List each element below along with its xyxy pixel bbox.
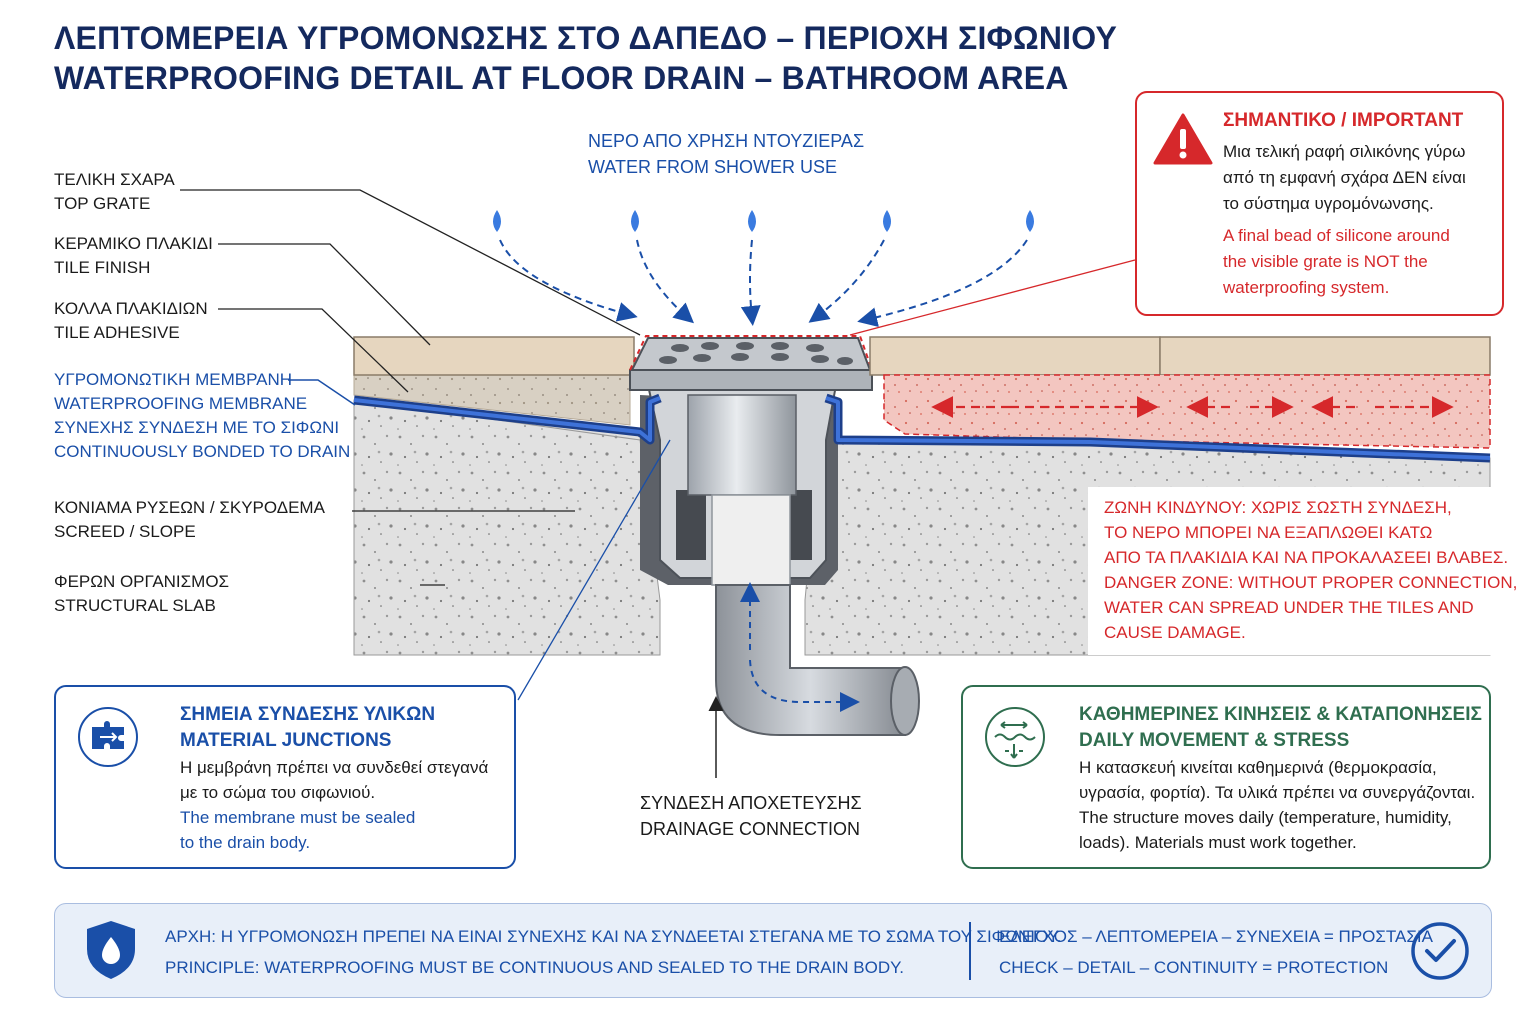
junctions-heading: ΣΗΜΕΙΑ ΣΥΝΔΕΣΗΣ ΥΛΙΚΩΝ MATERIAL JUNCTION… [180,702,435,754]
important-english-line: A final bead of silicone around [1223,226,1450,245]
label-slab-greek: ΦΕΡΩΝ ΟΡΓΑΝΙΣΜΟΣ [54,572,230,591]
junctions-body-english-line: to the drain body. [180,833,311,852]
important-english-line: waterproofing system. [1223,278,1390,297]
pipe-flow-arrow-2 [749,659,860,712]
label-tile-adhesive: ΚΟΛΛΑ ΠΛΑΚΙΔΙΩΝ TILE ADHESIVE [54,297,208,345]
junctions-heading-english: MATERIAL JUNCTIONS [180,730,392,751]
movement-heading-english: DAILY MOVEMENT & STRESS [1079,730,1350,751]
drainage-label-english: DRAINAGE CONNECTION [640,819,861,839]
silicone-bead-outline [629,335,873,371]
movement-heading: ΚΑΘΗΜΕΡΙΝΕΣ ΚΙΝΗΣΕΙΣ & ΚΑΤΑΠΟΝΗΣΕΙΣ DAIL… [1079,702,1482,754]
junctions-body-greek-line: με το σώμα του σιφωνιού. [180,783,376,802]
label-top-grate-greek: ΤΕΛΙΚΗ ΣΧΑΡΑ [54,170,175,189]
grate-frame [630,337,872,371]
concrete-left-lower [353,399,661,656]
daily-movement-card: ΚΑΘΗΜΕΡΙΝΕΣ ΚΙΝΗΣΕΙΣ & ΚΑΤΑΠΟΝΗΣΕΙΣ DAIL… [961,685,1491,869]
label-tile-finish-greek: ΚΕΡΑΜΙΚΟ ΠΛΑΚΙΔΙ [54,234,213,253]
important-greek: Μια τελική ραφή σιλικόνης γύρω από τη εμ… [1223,139,1493,217]
tile-right-1 [869,336,1161,376]
label-tile-finish: ΚΕΡΑΜΙΚΟ ΠΛΑΚΙΔΙ TILE FINISH [54,232,213,280]
warning-icon [1153,113,1213,165]
label-top-grate: ΤΕΛΙΚΗ ΣΧΑΡΑ TOP GRATE [54,168,175,216]
important-english-line: the visible grate is NOT the [1223,252,1428,271]
water-flow-arrows [499,239,1028,328]
label-tile-finish-english: TILE FINISH [54,258,151,277]
junctions-body: Η μεμβράνη πρέπει να συνδεθεί στεγανά με… [180,755,488,855]
principle-divider [969,922,971,980]
label-membrane-english: WATERPROOFING MEMBRANE [54,394,308,413]
important-heading: ΣΗΜΑΝΤΙΚΟ / IMPORTANT [1223,110,1464,131]
junctions-body-greek-line: Η μεμβράνη πρέπει να συνδεθεί στεγανά [180,758,489,777]
checkmark-icon [1411,922,1469,980]
water-label: ΝΕΡΟ ΑΠΟ ΧΡΗΣΗ ΝΤΟΥΖΙΕΡΑΣ WATER FROM SHO… [588,128,864,180]
movement-body: Η κατασκευή κινείται καθημερινά (θερμοκρ… [1079,755,1475,855]
label-screed: ΚΟΝΙΑΜΑ ΡΥΣΕΩΝ / ΣΚΥΡΟΔΕΜΑ SCREED / SLOP… [54,496,325,544]
label-membrane: ΥΓΡΟΜΟΝΩΤΙΚΗ ΜΕΜΒΡΑΝΗ WATERPROOFING MEMB… [54,368,350,464]
label-slab-english: STRUCTURAL SLAB [54,596,216,615]
danger-greek-line: ΤΟ ΝΕΡΟ ΜΠΟΡΕΙ ΝΑ ΕΞΑΠΛΩΘΕΙ ΚΑΤΩ [1104,523,1433,542]
danger-zone-note: ΖΩΝΗ ΚΙΝΔΥΝΟΥ: ΧΩΡΙΣ ΣΩΣΤΗ ΣΥΝΔΕΣΗ, ΤΟ Ν… [1088,487,1518,655]
water-drops [493,210,1034,232]
check-english: CHECK – DETAIL – CONTINUITY = PROTECTION [999,958,1389,977]
label-screed-english: SCREED / SLOPE [54,522,196,541]
shield-icon [87,921,135,979]
junction-leader [517,439,671,701]
movement-body-greek-line: υγρασία, φορτία). Τα υλικά πρέπει να συν… [1079,783,1476,802]
important-greek-line: το σύστημα υγρομόνωνσης. [1223,194,1434,213]
tile-right-2 [1159,336,1491,376]
movement-icon [985,707,1045,767]
drain-bowl [687,394,797,496]
leader-lines [180,189,641,586]
label-membrane-greek: ΥΓΡΟΜΟΝΩΤΙΚΗ ΜΕΜΒΡΑΝΗ [54,370,293,389]
important-callout: ΣΗΜΑΝΤΙΚΟ / IMPORTANT Μια τελική ραφή σι… [1135,91,1504,316]
danger-english-line: WATER CAN SPREAD UNDER THE TILES AND [1104,598,1474,617]
danger-english-line: CAUSE DAMAGE. [1104,623,1246,642]
movement-body-english-line: loads). Materials must work together. [1079,833,1357,852]
label-structural-slab: ΦΕΡΩΝ ΟΡΓΑΝΙΣΜΟΣ STRUCTURAL SLAB [54,570,229,618]
water-label-english: WATER FROM SHOWER USE [588,157,837,177]
danger-greek-line: ΑΠΟ ΤΑ ΠΛΑΚΙΔΙΑ ΚΑΙ ΝΑ ΠΡΟΚΑΛΑΣΕΕΙ ΒΛΑΒΕ… [1104,548,1509,567]
water-label-greek: ΝΕΡΟ ΑΠΟ ΧΡΗΣΗ ΝΤΟΥΖΙΕΡΑΣ [588,131,865,151]
danger-english-line: DANGER ZONE: WITHOUT PROPER CONNECTION, [1104,573,1518,592]
grate-holes [659,342,853,365]
important-english: A final bead of silicone around the visi… [1223,223,1493,301]
membrane-leader [288,379,356,406]
membrane-right-highlight [825,396,1491,460]
principle-banner: ΑΡΧΗ: Η ΥΓΡΟΜΟΝΩΣΗ ΠΡΕΠΕΙ ΝΑ ΕΙΝΑΙ ΣΥΝΕΧ… [54,903,1492,998]
title-english: WATERPROOFING DETAIL AT FLOOR DRAIN – BA… [54,60,1069,96]
material-junctions-card: ΣΗΜΕΙΑ ΣΥΝΔΕΣΗΣ ΥΛΙΚΩΝ MATERIAL JUNCTION… [54,685,516,869]
important-greek-line: Μια τελική ραφή σιλικόνης γύρω [1223,142,1466,161]
junctions-heading-greek: ΣΗΜΕΙΑ ΣΥΝΔΕΣΗΣ ΥΛΙΚΩΝ [180,704,436,725]
drain-inner-left-seal [676,490,706,560]
principle-english: PRINCIPLE: WATERPROOFING MUST BE CONTINU… [165,958,905,977]
riser-pipe [711,494,791,586]
drainage-label: ΣΥΝΔΕΣΗ ΑΠΟΧΕΤΕΥΣΗΣ DRAINAGE CONNECTION [640,790,862,842]
principle-greek: ΑΡΧΗ: Η ΥΓΡΟΜΟΝΩΣΗ ΠΡΕΠΕΙ ΝΑ ΕΙΝΑΙ ΣΥΝΕΧ… [165,927,1062,946]
important-greek-line: από τη εμφανή σχάρα ΔΕΝ είναι [1223,168,1466,187]
label-membrane-english-2: CONTINUOUSLY BONDED TO DRAIN [54,442,351,461]
drainage-label-greek: ΣΥΝΔΕΣΗ ΑΠΟΧΕΤΕΥΣΗΣ [640,793,862,813]
danger-greek-line: ΖΩΝΗ ΚΙΝΔΥΝΟΥ: ΧΩΡΙΣ ΣΩΣΤΗ ΣΥΝΔΕΣΗ, [1104,498,1452,517]
important-leader [849,259,1136,336]
check-greek: ΕΛΕΓΧΟΣ – ΛΕΠΤΟΜΕΡΕΙΑ – ΣΥΝΕΧΕΙΑ = ΠΡΟΣΤ… [999,927,1433,946]
pipe-outlet [890,666,920,736]
label-tile-adhesive-english: TILE ADHESIVE [54,323,180,342]
label-top-grate-english: TOP GRATE [54,194,151,213]
puzzle-icon [78,707,138,767]
movement-heading-greek: ΚΑΘΗΜΕΡΙΝΕΣ ΚΙΝΗΣΕΙΣ & ΚΑΤΑΠΟΝΗΣΕΙΣ [1079,704,1482,725]
label-tile-adhesive-greek: ΚΟΛΛΑ ΠΛΑΚΙΔΙΩΝ [54,299,208,318]
label-screed-greek: ΚΟΝΙΑΜΑ ΡΥΣΕΩΝ / ΣΚΥΡΟΔΕΜΑ [54,498,325,517]
movement-body-english-line: The structure moves daily (temperature, … [1079,808,1452,827]
junctions-body-english-line: The membrane must be sealed [180,808,416,827]
tile-left [353,336,635,376]
grate-base [629,369,873,391]
diagram-title: ΛΕΠΤΟΜΕΡΕΙΑ ΥΓΡΟΜΟΝΩΣΗΣ ΣΤΟ ΔΑΠΕΔΟ – ΠΕΡ… [54,18,1117,98]
movement-body-greek-line: Η κατασκευή κινείται καθημερινά (θερμοκρ… [1079,758,1437,777]
title-greek: ΛΕΠΤΟΜΕΡΕΙΑ ΥΓΡΟΜΟΝΩΣΗΣ ΣΤΟ ΔΑΠΕΔΟ – ΠΕΡ… [54,20,1118,56]
label-membrane-greek-2: ΣΥΝΕΧΗΣ ΣΥΝΔΕΣΗ ΜΕ ΤΟ ΣΙΦΩΝΙ [54,418,340,437]
membrane-left-highlight [353,396,661,442]
